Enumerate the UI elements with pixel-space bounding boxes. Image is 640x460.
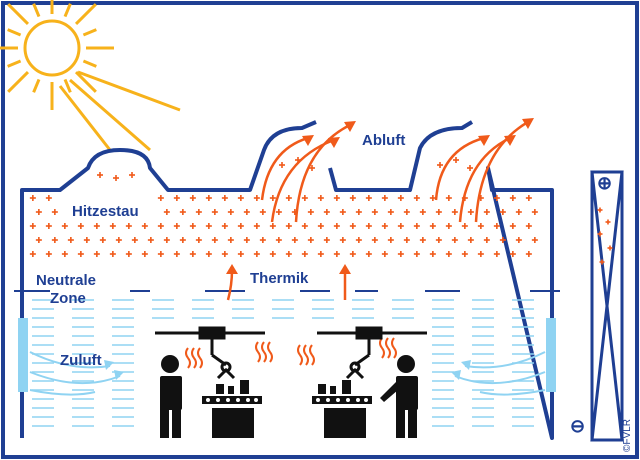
heat-accumulation-plus-field <box>29 157 538 257</box>
thermik-label: Thermik <box>250 270 309 287</box>
copyright-credit: ©FVLR <box>622 419 633 452</box>
left-vent <box>18 318 28 392</box>
airflow-lines <box>32 299 534 427</box>
left-worker-figure <box>160 355 182 438</box>
abluft-label: Abluft <box>362 132 406 149</box>
heat-wave-squiggles <box>185 337 397 369</box>
right-worker-figure <box>380 355 418 438</box>
right-robot-arm <box>345 326 383 380</box>
pressure-gauge <box>590 170 624 442</box>
hall-outline <box>20 120 554 440</box>
sun-icon <box>0 0 181 152</box>
right-vent <box>546 318 556 392</box>
gauge-plus-marks <box>597 207 613 265</box>
abluft-arrows <box>260 120 529 223</box>
zuluft-arrowheads <box>104 360 471 380</box>
neutrale-zone-label-line1: Neutrale <box>36 272 97 289</box>
zuluft-label: Zuluft <box>60 352 102 369</box>
neutrale-zone-label-line2: Zone <box>50 290 86 307</box>
left-robot-arm <box>198 326 236 380</box>
right-machine <box>312 380 372 438</box>
abluft-arrowheads <box>302 118 534 148</box>
thermik-arrowheads <box>226 264 351 274</box>
zuluft-arrows <box>29 351 546 396</box>
gauge-minus-symbol: ⊖ <box>570 416 586 436</box>
hitzestau-label: Hitzestau <box>72 203 139 220</box>
left-machine <box>202 380 262 438</box>
gauge-plus-symbol: ⊕ <box>597 173 613 193</box>
